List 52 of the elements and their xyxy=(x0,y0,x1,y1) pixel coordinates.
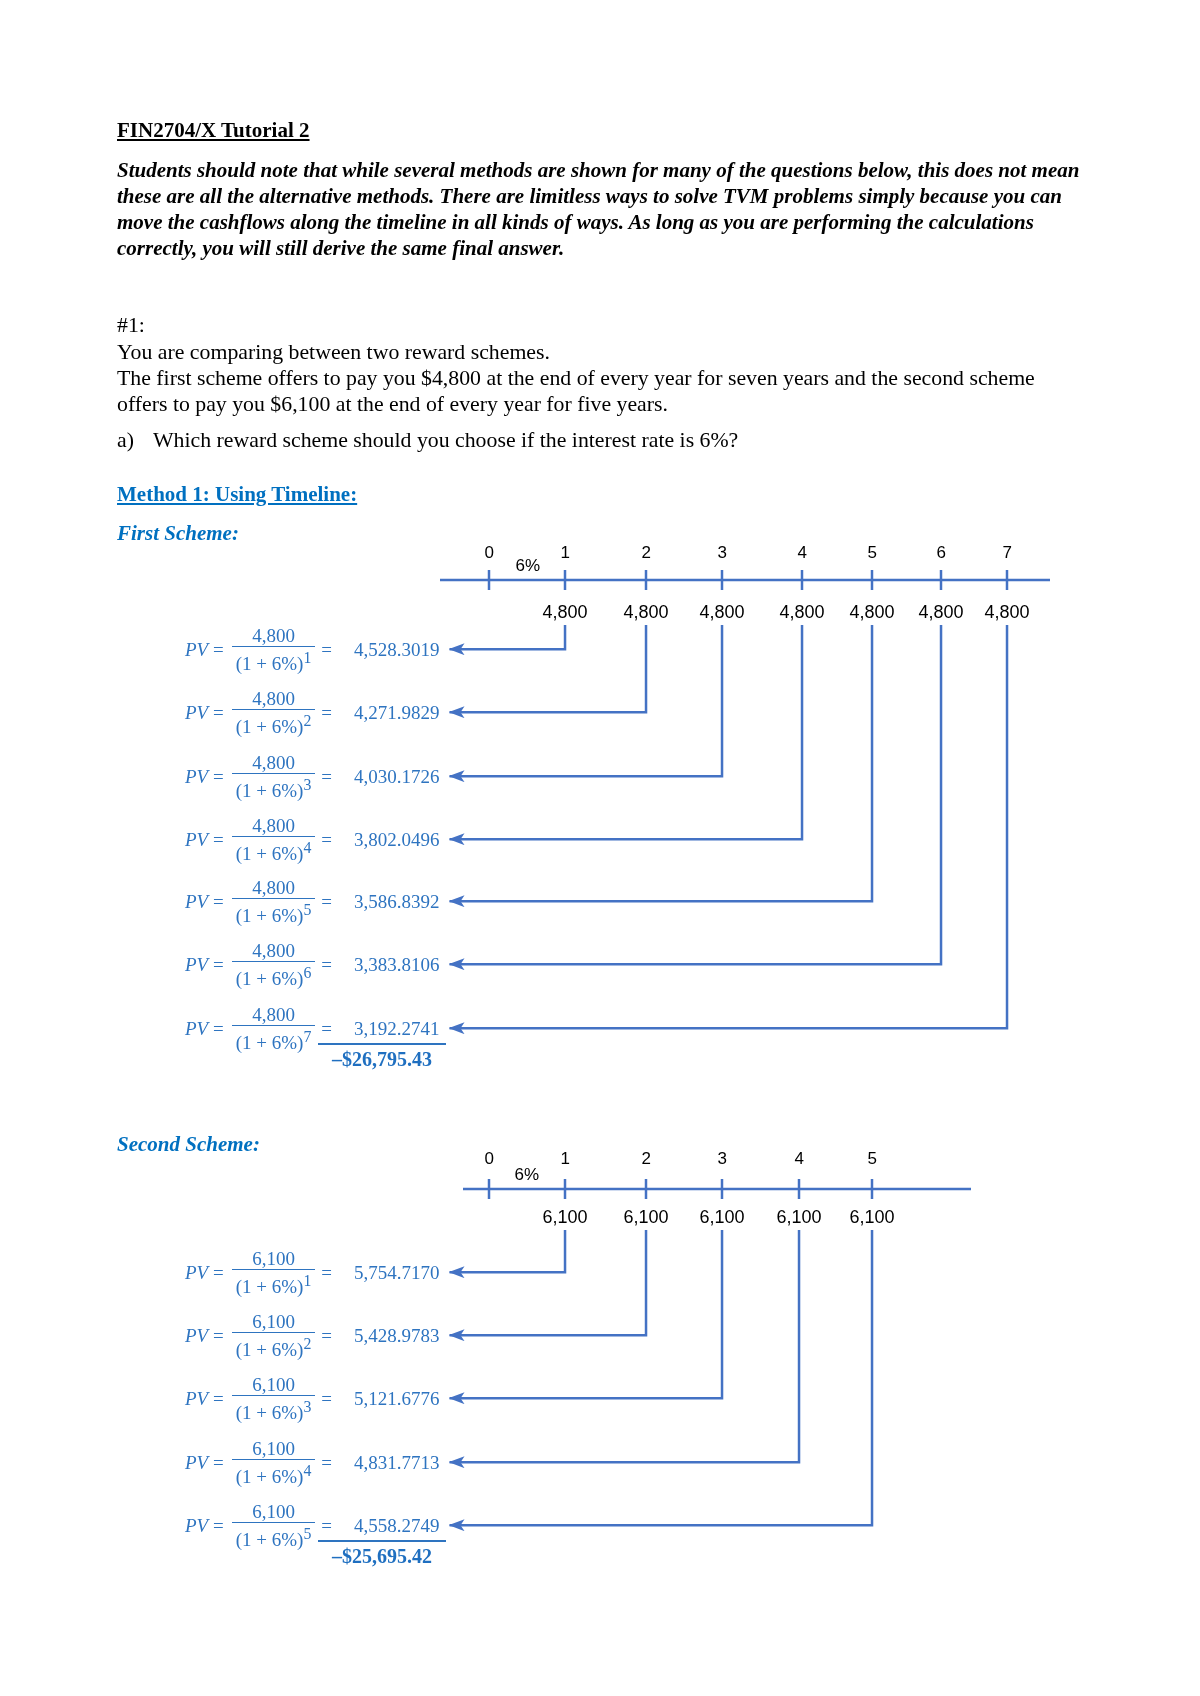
arrow xyxy=(448,1230,801,1469)
page-title: FIN2704/X Tutorial 2 xyxy=(117,117,310,143)
period-label: 3 xyxy=(717,543,727,563)
interest-rate-label: 6% xyxy=(514,1165,540,1185)
list-marker: a) xyxy=(117,427,134,453)
cash-flow-amount: 4,800 xyxy=(779,601,825,623)
arrow xyxy=(448,625,943,971)
period-label: 1 xyxy=(560,1149,570,1169)
question-text: You are comparing between two reward schemes. xyxy=(117,339,550,365)
interest-rate-label: 6% xyxy=(515,556,541,576)
period-label: 5 xyxy=(867,543,877,563)
period-label: 6 xyxy=(936,543,946,563)
question-number: #1: xyxy=(117,312,145,338)
period-label: 0 xyxy=(484,543,494,563)
arrow xyxy=(448,1230,724,1405)
note-paragraph: Students should note that while several methods are shown for many of the questions below, this does not mean these are all the alternative methods. There are limitless ways to solve TVM problems simply because you can move the cashflows along the timeline in all kinds of ways. As long as you are performing the calculations correctly, you will still derive the same final answer. xyxy=(117,157,1081,261)
arrow xyxy=(448,1230,874,1532)
arrow xyxy=(448,1230,648,1342)
arrow xyxy=(448,625,804,846)
cash-flow-amount: 6,100 xyxy=(699,1206,745,1228)
cash-flow-amount: 6,100 xyxy=(776,1206,822,1228)
total-present-value: –$26,795.43 xyxy=(331,1046,432,1071)
arrow xyxy=(448,625,567,656)
method-heading: Method 1: Using Timeline: xyxy=(117,481,358,507)
cash-flow-amount: 6,100 xyxy=(849,1206,895,1228)
arrow xyxy=(448,625,648,719)
period-label: 2 xyxy=(641,1149,651,1169)
question-text: The first scheme offers to pay you $4,800 at the end of every year for seven years and the second scheme offers to pay you $6,100 at the end of every year for five years. xyxy=(117,365,1036,417)
period-label: 7 xyxy=(1002,543,1012,563)
cash-flow-amount: 4,800 xyxy=(623,601,669,623)
arrow xyxy=(448,625,724,783)
period-label: 2 xyxy=(641,543,651,563)
total-present-value: –$25,695.42 xyxy=(331,1543,432,1568)
cash-flow-amount: 4,800 xyxy=(918,601,964,623)
period-label: 4 xyxy=(797,543,807,563)
cash-flow-amount: 6,100 xyxy=(542,1206,588,1228)
period-label: 1 xyxy=(560,543,570,563)
sub-question-text: Which reward scheme should you choose if the interest rate is 6%? xyxy=(153,427,739,453)
cash-flow-amount: 4,800 xyxy=(542,601,588,623)
period-label: 0 xyxy=(484,1149,494,1169)
section-heading: Second Scheme: xyxy=(117,1131,260,1157)
cash-flow-amount: 4,800 xyxy=(849,601,895,623)
cash-flow-amount: 6,100 xyxy=(623,1206,669,1228)
cash-flow-amount: 4,800 xyxy=(699,601,745,623)
arrow xyxy=(448,625,874,908)
period-label: 5 xyxy=(867,1149,877,1169)
section-heading: First Scheme: xyxy=(117,520,239,546)
period-label: 3 xyxy=(717,1149,727,1169)
arrow xyxy=(448,1230,567,1279)
period-label: 4 xyxy=(794,1149,804,1169)
arrow xyxy=(448,625,1009,1035)
cash-flow-amount: 4,800 xyxy=(984,601,1030,623)
